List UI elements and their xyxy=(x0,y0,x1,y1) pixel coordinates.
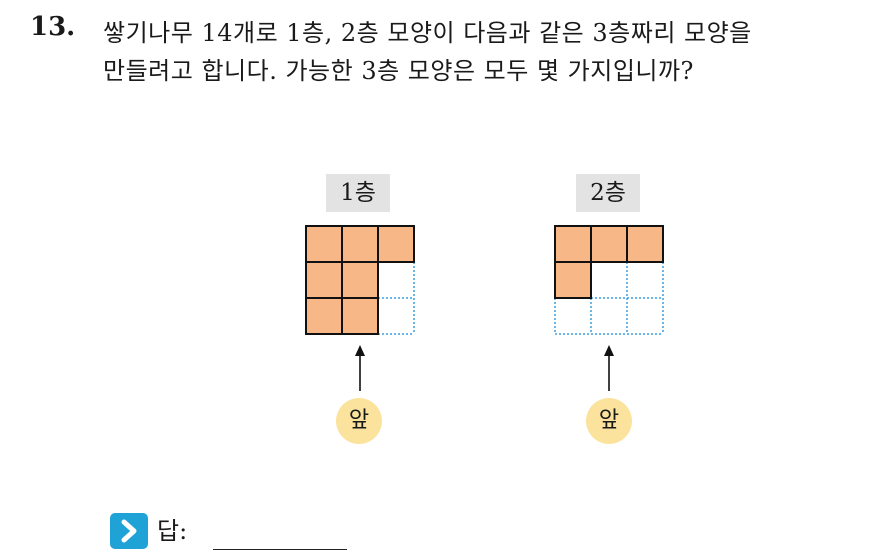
layer-1-grid xyxy=(305,225,415,335)
empty-cell xyxy=(378,262,414,298)
layer-2-front-arrow-icon xyxy=(604,345,614,391)
layer-2-grid-drawing xyxy=(554,225,664,335)
question-line-2: 만들려고 합니다. 가능한 3층 모양은 모두 몇 가지입니까? xyxy=(103,57,694,85)
empty-cell xyxy=(591,298,627,334)
layer-1-front-arrow-icon xyxy=(355,345,365,391)
answer-arrow-icon xyxy=(110,513,148,549)
filled-cell xyxy=(555,262,591,298)
filled-cell xyxy=(306,226,342,262)
filled-cell xyxy=(306,262,342,298)
filled-cell xyxy=(306,298,342,334)
filled-cell xyxy=(342,298,378,334)
answer-blank[interactable] xyxy=(213,549,347,550)
question-line-1: 쌓기나무 14개로 1층, 2층 모양이 다음과 같은 3층짜리 모양을 xyxy=(103,19,752,47)
filled-cell xyxy=(378,226,414,262)
layer-1-grid-drawing xyxy=(305,225,415,335)
layer-2-grid xyxy=(554,225,664,335)
empty-cell xyxy=(591,262,627,298)
question-number: 13. xyxy=(30,12,76,42)
layer-2-front-label: 앞 xyxy=(586,398,632,444)
layer-2-label: 2층 xyxy=(576,174,640,212)
layer-1-front-label: 앞 xyxy=(336,398,382,444)
filled-cell xyxy=(555,226,591,262)
answer-label: 답: xyxy=(157,517,188,545)
empty-cell xyxy=(627,298,663,334)
empty-cell xyxy=(555,298,591,334)
empty-cell xyxy=(627,262,663,298)
filled-cell xyxy=(627,226,663,262)
layer-1-label: 1층 xyxy=(326,174,390,212)
question-text: 쌓기나무 14개로 1층, 2층 모양이 다음과 같은 3층짜리 모양을 만들려… xyxy=(103,14,873,90)
empty-cell xyxy=(378,298,414,334)
filled-cell xyxy=(342,226,378,262)
filled-cell xyxy=(342,262,378,298)
filled-cell xyxy=(591,226,627,262)
